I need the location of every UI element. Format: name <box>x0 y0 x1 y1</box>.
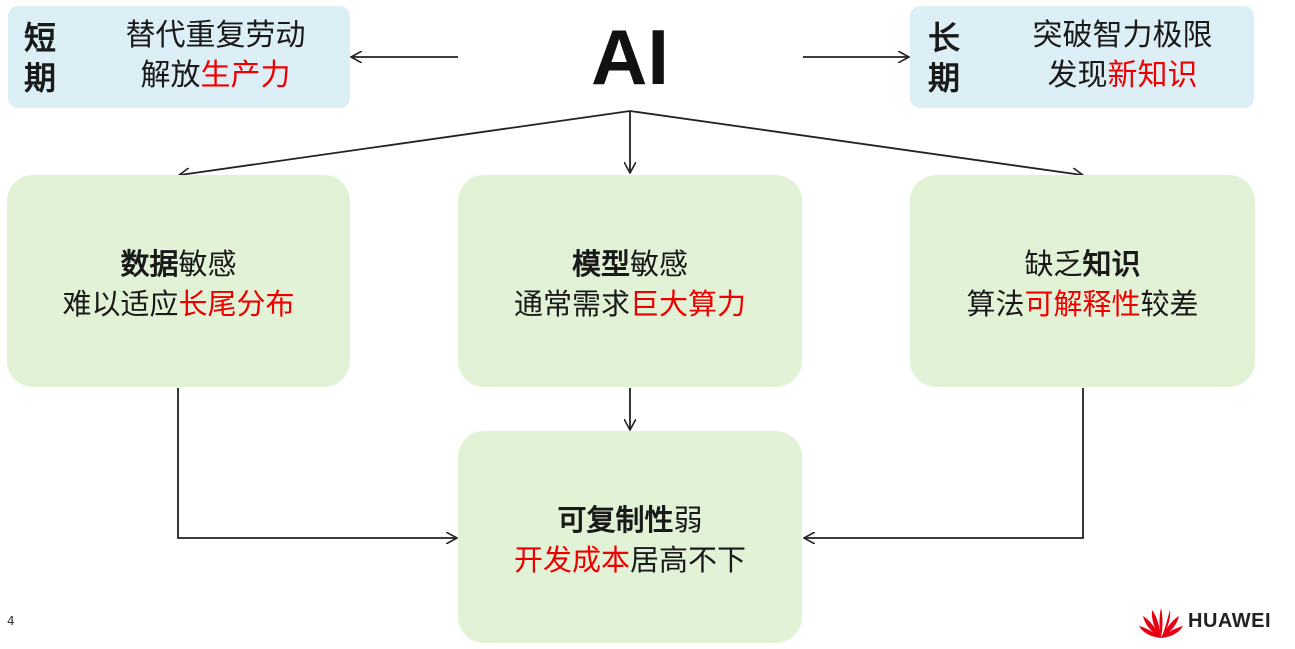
model-box-heading-plain: 敏感 <box>630 247 689 281</box>
short-term-line-2-highlight: 生产力 <box>200 58 291 93</box>
knowledge-box-heading: 缺乏知识 <box>910 245 1255 283</box>
reproducibility-box: 可复制性弱 开发成本居高不下 <box>458 431 802 643</box>
knowledge-box-subtitle-plain-1: 算法 <box>966 287 1025 321</box>
long-term-box: 长 期 突破智力极限 发现新知识 <box>910 6 1254 108</box>
data-box-heading-bold: 数据 <box>120 247 179 281</box>
arrow-to-knowledge-box <box>629 110 1082 175</box>
long-term-line-2-plain: 发现 <box>1047 58 1108 93</box>
long-term-line-2: 发现新知识 <box>1010 56 1235 96</box>
long-term-tag-char-1: 长 <box>927 19 960 57</box>
long-term-text: 突破智力极限 发现新知识 <box>1010 16 1235 96</box>
knowledge-box-heading-plain: 缺乏 <box>1024 247 1083 281</box>
data-box-heading: 数据敏感 <box>7 245 350 283</box>
model-box-subtitle: 通常需求巨大算力 <box>458 285 802 323</box>
long-term-tag: 长 期 <box>924 18 964 98</box>
data-box-heading-plain: 敏感 <box>178 247 237 281</box>
huawei-logo-icon <box>1139 608 1183 638</box>
short-term-box: 短 期 替代重复劳动 解放生产力 <box>8 6 350 108</box>
short-term-line-2-plain: 解放 <box>140 58 201 93</box>
long-term-line-2-highlight: 新知识 <box>1107 58 1198 93</box>
short-term-tag: 短 期 <box>20 18 60 98</box>
knowledge-box-heading-bold: 知识 <box>1082 247 1141 281</box>
short-term-tag-char-1: 短 <box>23 19 56 57</box>
lack-of-knowledge-box: 缺乏知识 算法可解释性较差 <box>910 175 1255 387</box>
arrow-to-data-box <box>180 110 631 175</box>
model-box-subtitle-plain: 通常需求 <box>513 287 630 321</box>
short-term-text: 替代重复劳动 解放生产力 <box>103 16 328 96</box>
brand-name: HUAWEI <box>1188 610 1271 632</box>
long-term-tag-char-2: 期 <box>927 59 960 97</box>
reproducibility-box-heading-bold: 可复制性 <box>557 503 674 537</box>
knowledge-box-subtitle-plain-2: 较差 <box>1140 287 1199 321</box>
arrow-knowledge-to-reproducibility <box>805 388 1084 538</box>
reproducibility-box-heading-plain: 弱 <box>673 503 703 537</box>
short-term-line-1: 替代重复劳动 <box>125 18 306 53</box>
data-box-subtitle: 难以适应长尾分布 <box>7 285 350 323</box>
data-sensitivity-box: 数据敏感 难以适应长尾分布 <box>7 175 350 387</box>
reproducibility-box-subtitle: 开发成本居高不下 <box>458 541 802 579</box>
model-box-heading-bold: 模型 <box>571 247 630 281</box>
knowledge-box-subtitle: 算法可解释性较差 <box>910 285 1255 323</box>
reproducibility-box-subtitle-highlight: 开发成本 <box>513 543 630 577</box>
ai-title: AI <box>591 13 669 101</box>
arrow-data-to-reproducibility <box>177 388 456 538</box>
data-box-subtitle-highlight: 长尾分布 <box>178 287 295 321</box>
long-term-line-1: 突破智力极限 <box>1032 18 1213 53</box>
knowledge-box-subtitle-highlight: 可解释性 <box>1024 287 1141 321</box>
data-box-subtitle-plain: 难以适应 <box>62 287 179 321</box>
short-term-tag-char-2: 期 <box>23 59 56 97</box>
model-box-subtitle-highlight: 巨大算力 <box>630 287 747 321</box>
short-term-line-2: 解放生产力 <box>103 56 328 96</box>
reproducibility-box-heading: 可复制性弱 <box>458 501 802 539</box>
model-box-heading: 模型敏感 <box>458 245 802 283</box>
reproducibility-box-subtitle-plain: 居高不下 <box>630 543 747 577</box>
model-sensitivity-box: 模型敏感 通常需求巨大算力 <box>458 175 802 387</box>
page-number: 4 <box>7 614 15 628</box>
